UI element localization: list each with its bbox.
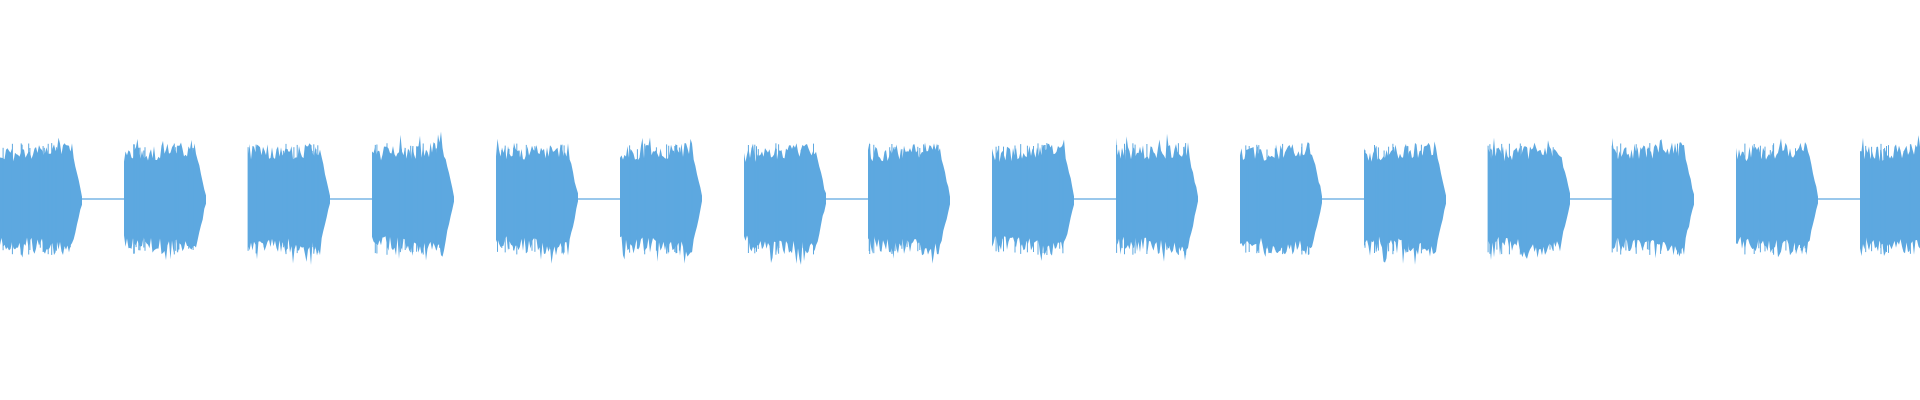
waveform-burst — [1240, 142, 1322, 257]
waveform-burst — [1612, 138, 1694, 259]
waveform-burst — [1116, 133, 1198, 262]
waveform-burst — [744, 143, 826, 265]
waveform-burst — [620, 137, 702, 264]
waveform-bursts — [0, 131, 1920, 265]
waveform-burst — [496, 138, 578, 264]
waveform-burst — [1736, 138, 1818, 258]
waveform-burst — [868, 142, 950, 264]
waveform-burst — [0, 137, 82, 258]
waveform-burst — [1860, 135, 1920, 257]
waveform-burst — [248, 143, 330, 265]
